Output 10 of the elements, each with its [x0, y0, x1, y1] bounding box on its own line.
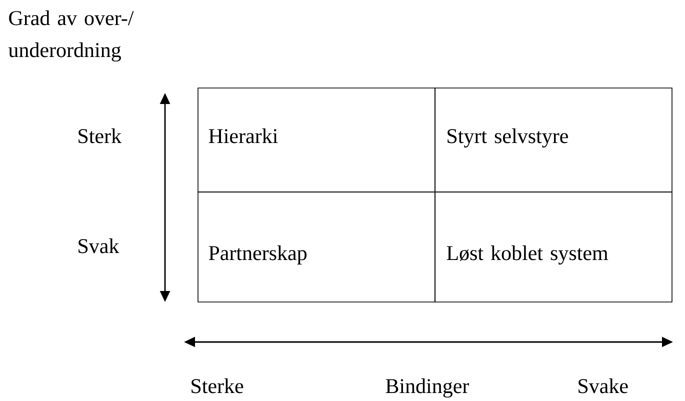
- axis-label: Bindinger: [386, 378, 470, 398]
- axis-label: Sterk: [78, 128, 122, 144]
- table-cell: Partnerskap: [198, 192, 436, 302]
- table-cell: Hierarki: [198, 88, 436, 192]
- axis-label: Grad av over-/ underordning: [8, 10, 134, 62]
- axis-label: Svak: [78, 238, 120, 254]
- axis-label: Sterke: [192, 378, 244, 394]
- axis-label: Svake: [578, 378, 628, 394]
- table-cell: Løst koblet system: [434, 192, 672, 302]
- table-cell: Styrt selvstyre: [434, 88, 672, 192]
